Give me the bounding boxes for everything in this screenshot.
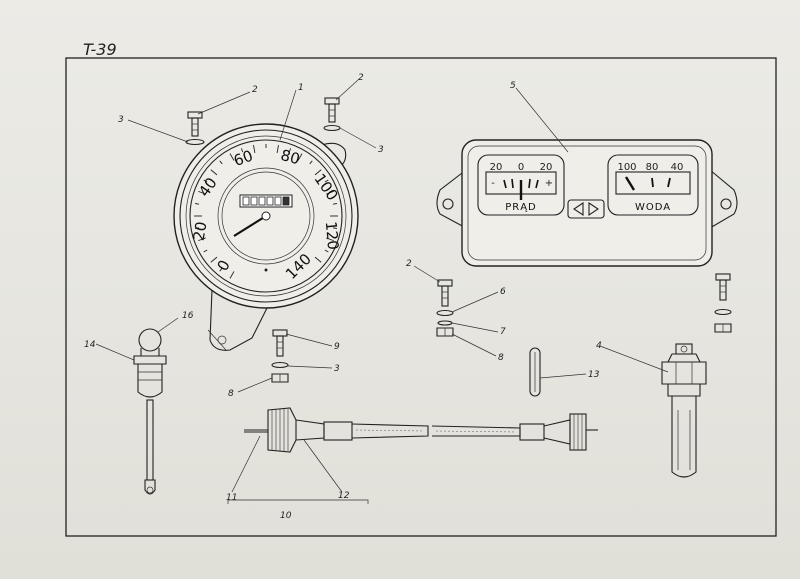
leader-lines <box>95 79 669 493</box>
speedometer-tick <box>229 271 235 279</box>
current-plus: + <box>545 178 553 189</box>
callout-9: 9 <box>334 342 340 352</box>
callout-4: 4 <box>596 341 602 351</box>
combined-gauge: 20 0 20 - + PRĄD 100 80 40 <box>436 139 738 267</box>
page-label: T-39 <box>83 40 117 59</box>
speedometer-cable <box>227 407 598 504</box>
speedometer-tick <box>332 203 337 205</box>
water-label: WODA <box>635 202 671 213</box>
current-minus: - <box>491 178 495 189</box>
callout-14: 14 <box>84 340 96 350</box>
speedometer-tick <box>314 169 322 176</box>
speedometer-tick <box>219 160 223 165</box>
water-label-100: 100 <box>617 162 636 173</box>
speedometer-tick <box>297 153 303 161</box>
callout-3-left: 3 <box>118 115 124 125</box>
temperature-sender <box>661 343 707 478</box>
speedometer-tick <box>210 256 218 263</box>
screw-stack-bottom <box>271 329 289 383</box>
callout-12: 12 <box>338 491 350 501</box>
screw-right <box>323 97 341 132</box>
speedometer-tick <box>210 169 218 176</box>
callout-5: 5 <box>510 81 516 91</box>
speed-label-60: 60 <box>231 147 255 170</box>
callout-2-middle: 2 <box>406 259 412 269</box>
screw-left <box>185 111 205 146</box>
speedometer-tick <box>309 160 313 165</box>
current-label-0: 0 <box>518 162 524 173</box>
callout-2-right: 2 <box>358 73 364 83</box>
speedometer: 0 20 40 60 80 100 120 140 <box>173 123 359 351</box>
callout-6: 6 <box>500 287 506 297</box>
current-label: PRĄD <box>505 202 537 213</box>
callout-7: 7 <box>500 327 506 337</box>
callout-3-bottom: 3 <box>334 364 340 374</box>
speedometer-tick <box>324 179 329 183</box>
speedometer-tick <box>198 237 207 242</box>
speed-label-120: 120 <box>322 221 342 251</box>
speedometer-tick <box>332 227 337 229</box>
speed-label-80: 80 <box>279 146 302 168</box>
speedometer-tick <box>314 256 322 263</box>
callout-2-left: 2 <box>252 85 258 95</box>
current-label-20-right: 20 <box>540 162 553 173</box>
callout-8-bottom: 8 <box>228 389 234 399</box>
callout-8-middle: 8 <box>498 353 504 363</box>
speedometer-tick <box>276 145 279 154</box>
speedometer-tick <box>288 148 292 153</box>
speedometer-tick <box>219 267 223 272</box>
screw-stack-right <box>714 273 732 333</box>
speedometer-tick <box>198 190 207 195</box>
diagram-frame <box>65 57 777 537</box>
water-label-80: 80 <box>646 162 659 173</box>
speedometer-tick <box>325 237 334 242</box>
current-label-20-left: 20 <box>490 162 503 173</box>
speedometer-tick <box>229 153 235 161</box>
speedometer-tick <box>195 227 200 229</box>
speedometer-tick <box>240 148 244 153</box>
speedometer-tick <box>253 145 256 154</box>
speedometer-needle <box>233 215 267 237</box>
callout-13: 13 <box>588 370 600 380</box>
speedometer-tick <box>203 179 208 183</box>
callout-11: 11 <box>226 493 237 503</box>
speedometer-tick <box>195 203 200 205</box>
fuse <box>529 347 541 397</box>
callout-1: 1 <box>298 83 304 93</box>
speedometer-tick <box>203 249 208 253</box>
callout-3-right: 3 <box>378 145 384 155</box>
callout-10: 10 <box>280 511 292 521</box>
water-needle <box>624 176 636 191</box>
callout-16: 16 <box>182 311 194 321</box>
bulb-holder <box>133 328 167 495</box>
water-label-40: 40 <box>671 162 684 173</box>
screw-stack-middle <box>436 279 454 337</box>
speedometer-tick <box>324 249 329 253</box>
speedometer-tick <box>325 190 334 195</box>
speed-label-20: 20 <box>190 220 211 242</box>
